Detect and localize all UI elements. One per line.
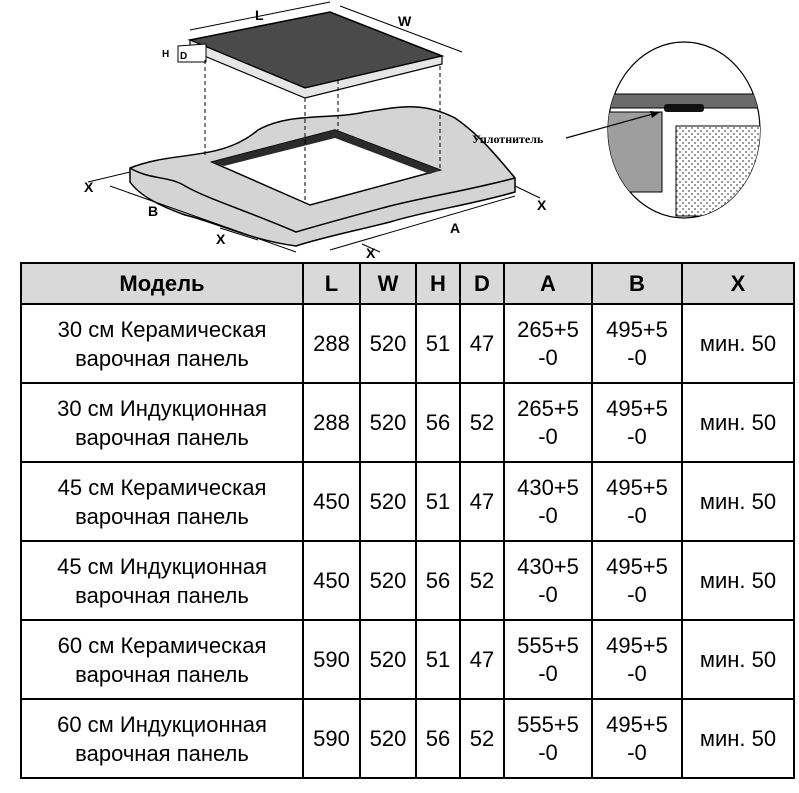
- cell-W: 520: [359, 698, 417, 779]
- cell-D: 47: [459, 303, 505, 384]
- label-X-bottom-2: X: [366, 245, 376, 261]
- cell-B: 495+5-0: [591, 461, 683, 542]
- header-A: A: [503, 262, 593, 305]
- cell-W: 520: [359, 303, 417, 384]
- cell-H: 56: [415, 382, 461, 463]
- cell-H: 51: [415, 461, 461, 542]
- cell-L: 450: [302, 540, 361, 621]
- cell-D: 47: [459, 619, 505, 700]
- cell-X: мин. 50: [681, 382, 795, 463]
- cell-L: 288: [302, 382, 361, 463]
- installation-diagram: L W H D X B X X A X Уплотнитель: [0, 0, 799, 262]
- label-X-left: X: [84, 179, 94, 195]
- header-W: W: [359, 262, 417, 305]
- seal-detail: [565, 41, 761, 219]
- cell-H: 51: [415, 619, 461, 700]
- cell-D: 52: [459, 540, 505, 621]
- cell-X: мин. 50: [681, 461, 795, 542]
- header-H: H: [415, 262, 461, 305]
- seal-label: Уплотнитель: [472, 132, 544, 146]
- cell-H: 51: [415, 303, 461, 384]
- label-W: W: [398, 13, 412, 29]
- cell-D: 47: [459, 461, 505, 542]
- cell-H: 56: [415, 540, 461, 621]
- cell-A: 265+5-0: [503, 303, 593, 384]
- countertop: [129, 106, 516, 247]
- cell-A: 555+5-0: [503, 698, 593, 779]
- cell-B: 495+5-0: [591, 382, 683, 463]
- label-L: L: [255, 7, 264, 23]
- cell-W: 520: [359, 382, 417, 463]
- cell-X: мин. 50: [681, 303, 795, 384]
- label-H: H: [162, 49, 169, 60]
- dimension-lines: [87, 1, 541, 253]
- cell-A: 430+5-0: [503, 540, 593, 621]
- cell-X: мин. 50: [681, 540, 795, 621]
- cell-X: мин. 50: [681, 698, 795, 779]
- table-header-row: Модель L W H D A B X: [20, 262, 795, 305]
- header-X: X: [681, 262, 795, 305]
- label-A: A: [450, 220, 460, 236]
- cell-L: 288: [302, 303, 361, 384]
- cell-B: 495+5-0: [591, 540, 683, 621]
- cell-A: 555+5-0: [503, 619, 593, 700]
- cell-B: 495+5-0: [591, 303, 683, 384]
- cell-B: 495+5-0: [591, 698, 683, 779]
- cell-W: 520: [359, 461, 417, 542]
- cell-W: 520: [359, 619, 417, 700]
- cell-D: 52: [459, 698, 505, 779]
- label-D: D: [180, 51, 187, 62]
- header-L: L: [302, 262, 361, 305]
- header-model: Модель: [20, 262, 304, 305]
- label-X-bottom: X: [216, 231, 226, 247]
- cooktop: [177, 11, 445, 99]
- label-X-right: X: [537, 197, 547, 213]
- projection-lines: [204, 60, 441, 200]
- label-B: B: [148, 203, 158, 219]
- cell-H: 56: [415, 698, 461, 779]
- cell-B: 495+5-0: [591, 619, 683, 700]
- cell-A: 265+5-0: [503, 382, 593, 463]
- cell-L: 590: [302, 698, 361, 779]
- header-B: B: [591, 262, 683, 305]
- cell-A: 430+5-0: [503, 461, 593, 542]
- cell-W: 520: [359, 540, 417, 621]
- cell-L: 590: [302, 619, 361, 700]
- cell-D: 52: [459, 382, 505, 463]
- header-D: D: [459, 262, 505, 305]
- cell-L: 450: [302, 461, 361, 542]
- cell-X: мин. 50: [681, 619, 795, 700]
